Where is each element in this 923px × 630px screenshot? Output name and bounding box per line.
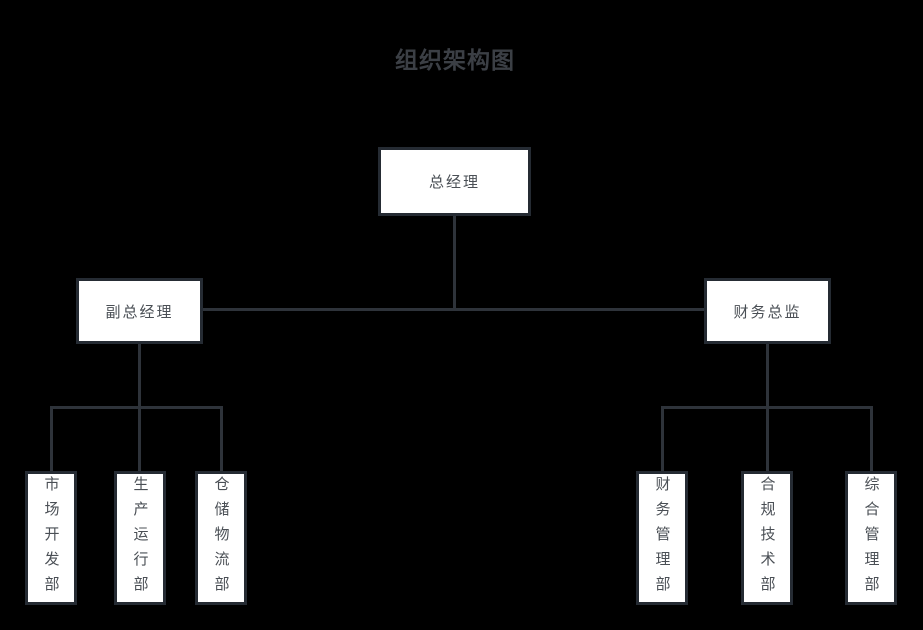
diagram-title: 组织架构图 bbox=[395, 47, 515, 73]
node-general-manager[interactable]: 总经理 bbox=[378, 147, 531, 216]
node-market-development-dept[interactable]: 市场开发部 bbox=[25, 471, 77, 605]
connector-left-depts-horizontal bbox=[50, 406, 223, 409]
connector-root-vertical bbox=[453, 215, 456, 309]
node-deputy-general-manager[interactable]: 副总经理 bbox=[76, 278, 203, 344]
connector-production-ops-stub bbox=[138, 406, 141, 471]
connector-managers-horizontal bbox=[203, 308, 704, 311]
node-compliance-technology-dept[interactable]: 合规技术部 bbox=[741, 471, 793, 605]
node-production-operations-dept[interactable]: 生产运行部 bbox=[114, 471, 166, 605]
connector-warehouse-logistics-stub bbox=[220, 406, 223, 471]
connector-finance-mgmt-stub bbox=[661, 406, 664, 471]
node-finance-director[interactable]: 财务总监 bbox=[704, 278, 831, 344]
node-general-administration-dept[interactable]: 综合管理部 bbox=[845, 471, 897, 605]
node-finance-management-dept[interactable]: 财务管理部 bbox=[636, 471, 688, 605]
connector-general-admin-stub bbox=[870, 406, 873, 471]
connector-market-dev-stub bbox=[50, 406, 53, 471]
connector-finance-director-vertical bbox=[766, 343, 769, 407]
node-warehouse-logistics-dept[interactable]: 仓储物流部 bbox=[195, 471, 247, 605]
connector-deputy-gm-vertical bbox=[138, 343, 141, 407]
connector-compliance-tech-stub bbox=[766, 406, 769, 471]
